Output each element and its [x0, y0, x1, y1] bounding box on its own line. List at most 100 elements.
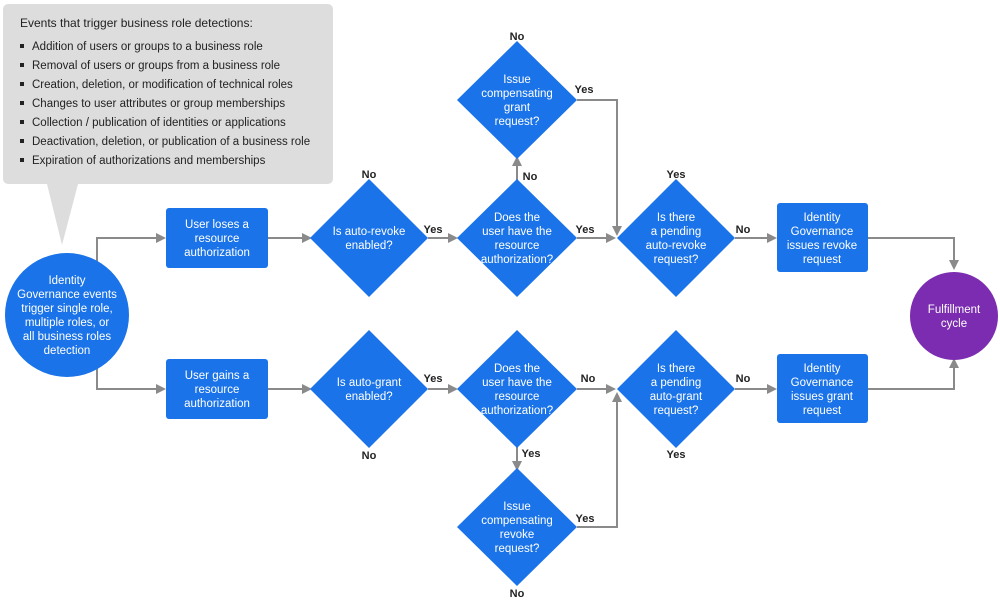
gains-text-line: authorization [184, 398, 250, 410]
have-top-text-line: resource [495, 240, 540, 252]
edge-labels: No Yes No Yes No Yes Yes No Yes No No Ye… [362, 31, 751, 600]
have-top-text-line: authorization? [481, 254, 553, 266]
auto-revoke-decision [310, 179, 428, 297]
comp-grant-text-line: request? [495, 116, 540, 128]
compensating-grant-decision [457, 41, 577, 159]
nodes [5, 41, 998, 586]
edge-comprevoke-yes [577, 392, 622, 528]
callout-bullet [20, 63, 24, 67]
label-comprevoke-yes: Yes [576, 513, 595, 525]
start-event-node [5, 253, 129, 377]
callout-bullet [20, 82, 24, 86]
callout-bullet [20, 158, 24, 162]
loses-text-line: authorization [184, 247, 250, 259]
gains-authorization-node [166, 359, 268, 419]
issue-grant-node [777, 354, 868, 423]
fulfillment-cycle-node [910, 272, 998, 360]
label-autogrant-no: No [362, 450, 377, 462]
label-autorevoke-no: No [362, 169, 377, 181]
label-pendinggrant-yes: Yes [667, 449, 686, 461]
callout-list-item: Collection / publication of identities o… [32, 117, 286, 129]
callout-list-item: Removal of users or groups from a busine… [32, 60, 280, 72]
issue-revoke-text-line: Governance [791, 226, 854, 238]
callout-list-item: Creation, deletion, or modification of t… [32, 79, 293, 91]
issue-revoke-node [777, 203, 868, 272]
comp-grant-text-line: grant [504, 102, 531, 114]
edge-compgrant-yes [577, 99, 622, 236]
cycle-text-line: cycle [941, 318, 967, 330]
loses-text-line: User loses a [185, 219, 250, 231]
has-authorization-decision-bottom [457, 330, 577, 448]
comp-revoke-text-line: revoke [500, 529, 535, 541]
loses-authorization-node [166, 208, 268, 268]
start-text-line: Governance events [17, 289, 117, 301]
callout-bullet [20, 101, 24, 105]
issue-revoke-text-line: Identity [803, 212, 840, 224]
auto-grant-text-line: Is auto-grant [337, 377, 402, 389]
label-havebottom-yes: Yes [522, 448, 541, 460]
pending-revoke-text-line: a pending [651, 226, 702, 238]
edge-issuegrant-to-cycle [868, 358, 959, 390]
events-callout: Events that trigger business role detect… [3, 4, 333, 245]
callout-list-item: Addition of users or groups to a busines… [32, 41, 263, 53]
issue-grant-text-line: Identity [803, 363, 840, 375]
comp-revoke-text-line: compensating [481, 515, 553, 527]
auto-grant-text-line: enabled? [345, 391, 392, 403]
pending-grant-text-line: auto-grant [650, 391, 703, 403]
label-havetop-yes: Yes [576, 224, 595, 236]
label-autogrant-yes: Yes [424, 373, 443, 385]
label-havebottom-no: No [581, 373, 596, 385]
start-text-line: trigger single role, [21, 303, 112, 315]
label-compgrant-yes: Yes [575, 84, 594, 96]
callout-list-item: Deactivation, deletion, or publication o… [32, 136, 310, 148]
have-bottom-text-line: resource [495, 391, 540, 403]
gains-text-line: resource [195, 384, 240, 396]
pending-grant-text-line: Is there [657, 363, 695, 375]
connectors [96, 99, 959, 528]
compensating-revoke-decision [457, 468, 577, 586]
pending-grant-decision [617, 330, 735, 448]
callout-bullet [20, 120, 24, 124]
issue-grant-text-line: request [803, 405, 842, 417]
cycle-text-line: Fulfillment [928, 304, 981, 316]
auto-revoke-text-line: enabled? [345, 240, 392, 252]
callout-bubble [3, 4, 333, 245]
start-text-line: Identity [48, 275, 85, 287]
callout-title: Events that trigger business role detect… [20, 16, 253, 30]
pending-revoke-text-line: auto-revoke [646, 240, 707, 252]
issue-revoke-text-line: request [803, 254, 842, 266]
start-text-line: all business roles [23, 331, 111, 343]
pending-grant-text-line: request? [654, 405, 699, 417]
edge-issuerevoke-to-cycle [868, 237, 959, 270]
comp-grant-text-line: compensating [481, 88, 553, 100]
has-authorization-decision-top [457, 179, 577, 297]
have-bottom-text-line: Does the [494, 363, 540, 375]
callout-list-item: Expiration of authorizations and members… [32, 155, 266, 167]
pending-grant-text-line: a pending [651, 377, 702, 389]
issue-revoke-text-line: issues revoke [787, 240, 857, 252]
comp-grant-text-line: Issue [503, 74, 531, 86]
callout-list-item: Changes to user attributes or group memb… [32, 98, 285, 110]
have-top-text-line: Does the [494, 212, 540, 224]
comp-revoke-text-line: request? [495, 543, 540, 555]
label-autorevoke-yes: Yes [424, 224, 443, 236]
label-pendingrevoke-yes: Yes [667, 169, 686, 181]
pending-revoke-text-line: Is there [657, 212, 695, 224]
issue-grant-text-line: Governance [791, 377, 854, 389]
start-text-line: detection [44, 345, 91, 357]
auto-revoke-text-line: Is auto-revoke [333, 226, 406, 238]
pending-revoke-text-line: request? [654, 254, 699, 266]
comp-revoke-text-line: Issue [503, 501, 531, 513]
have-bottom-text-line: user have the [482, 377, 552, 389]
callout-bullet [20, 44, 24, 48]
callout-list: Addition of users or groups to a busines… [20, 41, 310, 167]
gains-text-line: User gains a [185, 370, 250, 382]
have-top-text-line: user have the [482, 226, 552, 238]
callout-bullet [20, 139, 24, 143]
loses-text-line: resource [195, 233, 240, 245]
start-text-line: multiple roles, or [25, 317, 110, 329]
label-pendingrevoke-no: No [736, 224, 751, 236]
pending-revoke-decision [617, 179, 735, 297]
label-pendinggrant-no: No [736, 373, 751, 385]
